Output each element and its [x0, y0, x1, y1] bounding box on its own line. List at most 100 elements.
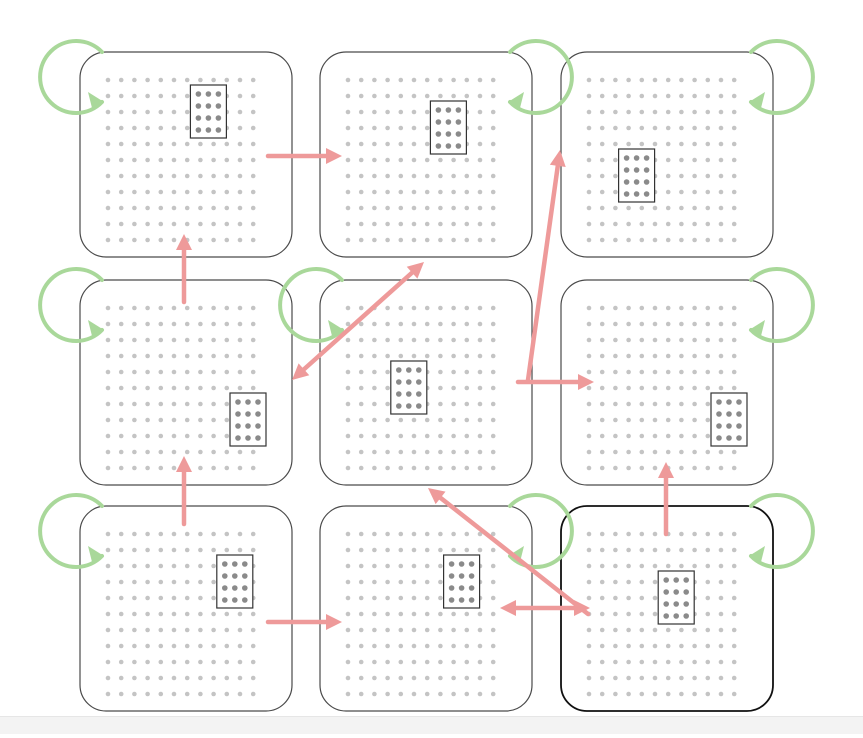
grid-dot — [198, 449, 203, 455]
grid-dot — [184, 627, 190, 633]
grid-dot — [477, 337, 483, 343]
marker-dot — [458, 573, 465, 579]
grid-dot — [705, 337, 711, 343]
grid-dot — [477, 643, 483, 649]
grid-dot — [145, 433, 150, 439]
grid-dot — [171, 109, 177, 115]
grid-dot — [211, 321, 216, 327]
grid-dot — [385, 337, 390, 343]
grid-dot — [132, 109, 137, 115]
grid-dot — [705, 643, 711, 649]
grid-dot — [345, 675, 351, 681]
grid-dot — [490, 205, 496, 211]
grid-dot — [105, 675, 111, 681]
grid-dot — [171, 449, 177, 455]
grid-dot — [224, 189, 230, 195]
grid-dot — [639, 691, 645, 697]
grid-dot — [705, 369, 711, 375]
grid-dot — [105, 547, 111, 553]
marker-dot — [406, 403, 412, 409]
grid-dot — [613, 465, 618, 471]
grid-dot — [398, 547, 404, 553]
grid-dot — [171, 141, 177, 147]
grid-dot — [211, 449, 216, 455]
grid-dot — [586, 173, 592, 179]
self-loop-arrow — [749, 493, 815, 569]
grid-dot — [586, 77, 592, 83]
grid-dot — [398, 563, 404, 569]
grid-dot — [424, 141, 430, 147]
grid-dot — [438, 465, 443, 471]
grid-dot — [451, 449, 456, 455]
bottom-strip — [0, 716, 863, 734]
grid-dot — [385, 595, 390, 601]
grid-dot — [626, 547, 631, 553]
grid-dot — [398, 93, 404, 99]
grid-dot — [224, 305, 230, 311]
grid-dot — [118, 691, 124, 697]
grid-dot — [692, 547, 697, 553]
grid-dot — [118, 675, 124, 681]
self-loop-head — [88, 320, 104, 336]
grid-dot — [118, 659, 124, 665]
arrow-head — [326, 148, 342, 164]
grid-dot — [171, 691, 177, 697]
grid-dot — [237, 353, 243, 359]
agent-marker — [710, 392, 748, 447]
grid-dot — [411, 611, 417, 617]
grid-dot — [385, 675, 390, 681]
marker-dot — [416, 403, 422, 409]
grid-dot — [250, 465, 256, 471]
grid-dot — [718, 385, 724, 391]
grid-dot — [599, 237, 605, 243]
grid-dot — [211, 643, 216, 649]
grid-dot — [490, 401, 496, 407]
grid-dot — [692, 125, 697, 131]
grid-dot — [358, 141, 364, 147]
grid-dot — [385, 221, 390, 227]
grid-dot — [639, 337, 645, 343]
grid-dot — [158, 369, 164, 375]
grid-dot — [464, 643, 470, 649]
grid-dot — [372, 221, 377, 227]
grid-dot — [105, 449, 111, 455]
grid-dot — [184, 675, 190, 681]
grid-dot — [358, 369, 364, 375]
grid-dot — [237, 77, 243, 83]
grid-dot — [679, 401, 684, 407]
grid-dot — [385, 353, 390, 359]
grid-dot — [184, 221, 190, 227]
grid-dot — [171, 237, 177, 243]
grid-dot — [626, 563, 631, 569]
grid-dot — [639, 205, 645, 211]
grid-dot — [451, 305, 456, 311]
grid-dot — [718, 237, 724, 243]
grid-dot — [718, 189, 724, 195]
grid-dot — [372, 465, 377, 471]
marker-dot — [633, 167, 640, 173]
grid-dot — [250, 611, 256, 617]
grid-dot — [477, 531, 483, 537]
grid-dot — [679, 659, 684, 665]
grid-dot — [652, 449, 658, 455]
grid-dot — [599, 531, 605, 537]
grid-dot — [118, 579, 124, 585]
grid-dot — [464, 77, 470, 83]
grid-dot — [224, 417, 230, 423]
grid-dot — [599, 401, 605, 407]
grid-dot — [731, 337, 737, 343]
grid-dot — [250, 109, 256, 115]
grid-dot — [105, 369, 111, 375]
grid-dot — [451, 675, 456, 681]
grid-dot — [613, 401, 618, 407]
grid-dot — [652, 385, 658, 391]
grid-dot — [211, 337, 216, 343]
grid-dot — [464, 465, 470, 471]
grid-dot — [464, 205, 470, 211]
grid-dot — [731, 305, 737, 311]
self-loops-layer — [38, 39, 815, 569]
grid-dot — [105, 77, 111, 83]
grid-dot — [692, 353, 697, 359]
grid-dot — [477, 691, 483, 697]
marker-dot — [468, 561, 475, 567]
